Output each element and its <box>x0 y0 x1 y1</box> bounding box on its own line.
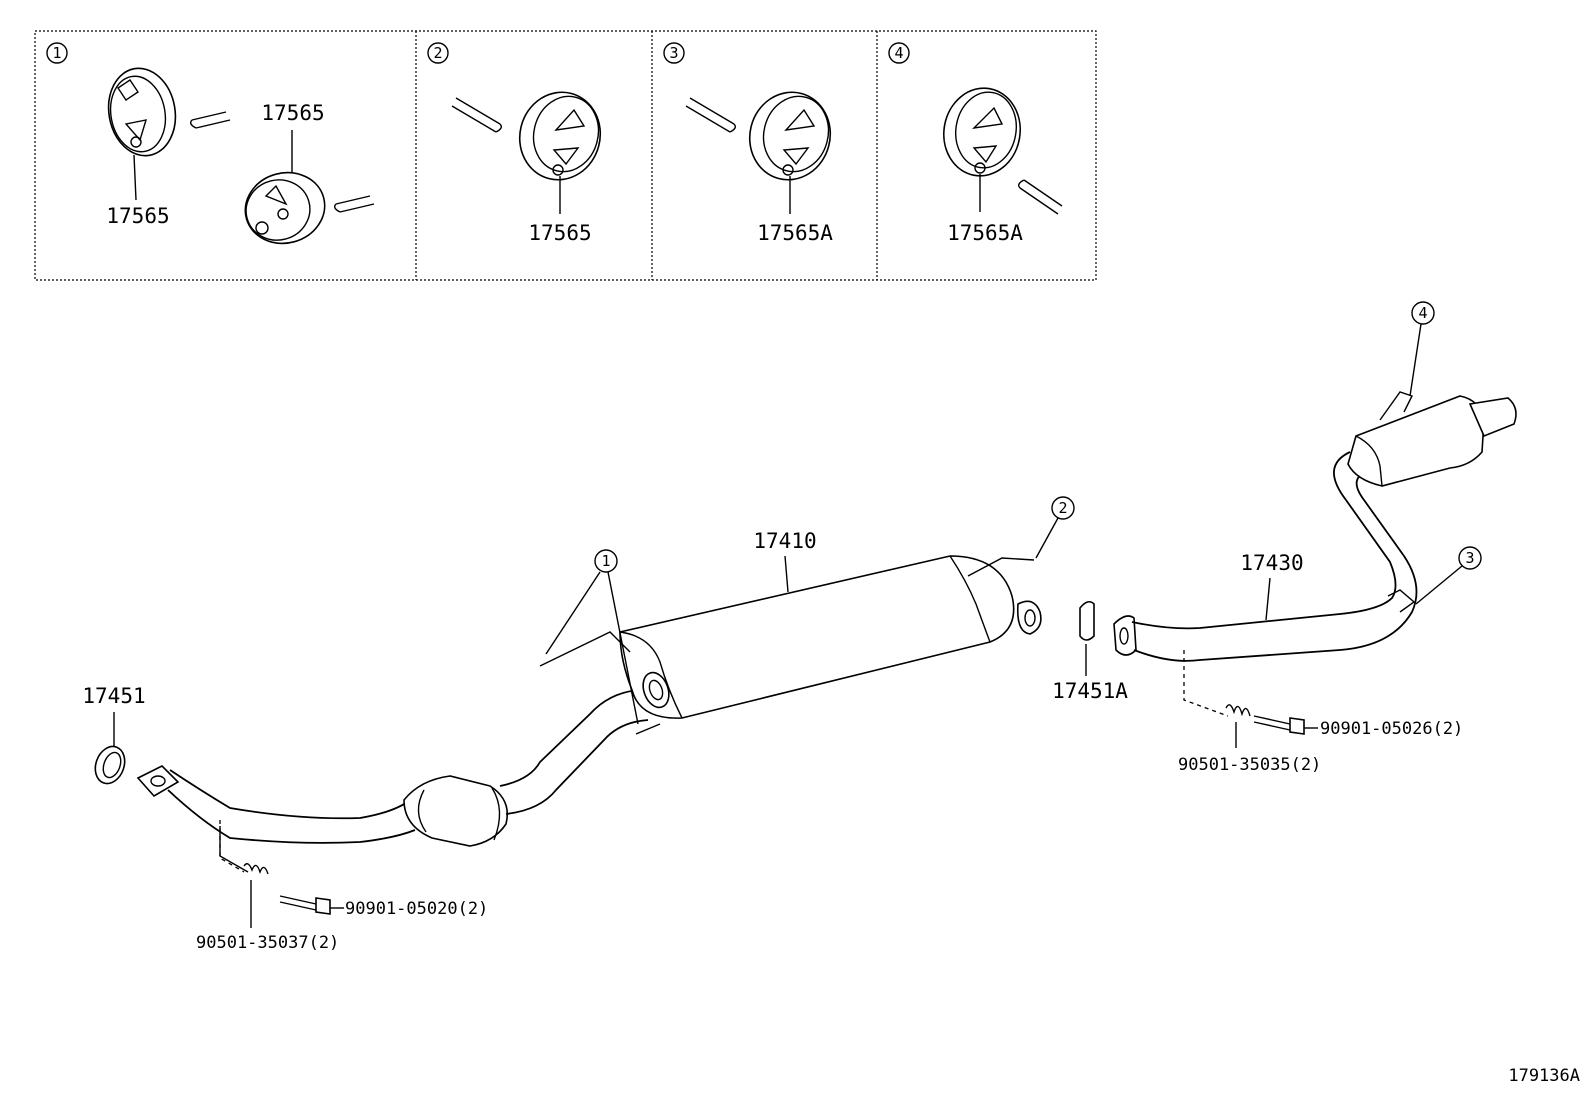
panel-3: 3 17565A <box>663 42 833 245</box>
hanger-rod-icon <box>333 195 375 213</box>
panel-2-label: 17565 <box>528 221 591 245</box>
panel-4-index-circle <box>888 42 910 64</box>
panel-4-label: 17565A <box>947 221 1023 245</box>
front-gasket <box>94 745 126 785</box>
front-exhaust-pipe <box>136 689 649 873</box>
front-spring-icon <box>243 863 269 875</box>
rear-bolt-icon <box>1253 715 1305 735</box>
panel-1: 1 17565 17565 <box>46 42 375 245</box>
hanger-rod-icon <box>189 111 231 129</box>
callout-1-circle <box>594 549 618 573</box>
rubber-hanger-icon <box>943 87 1021 177</box>
front-spring-label: 90501-35037(2) <box>196 933 339 953</box>
panel-2-index: 2 <box>433 44 442 62</box>
front-gasket-label: 17451 <box>82 684 145 708</box>
callout-3-circle <box>1458 546 1482 570</box>
rear-spring-label: 90501-35035(2) <box>1178 755 1321 775</box>
panel-3-label: 17565A <box>757 221 833 245</box>
panel-4: 4 17565A <box>888 42 1063 245</box>
callout-2: 2 <box>1058 499 1067 517</box>
hanger-rod-icon <box>685 97 737 133</box>
callout-4: 4 <box>1418 304 1427 322</box>
main-muffler-label: 17410 <box>753 529 816 553</box>
panel-2: 2 17565 <box>427 42 602 245</box>
tail-pipe-label: 17430 <box>1240 551 1303 575</box>
rubber-hanger-icon <box>748 91 832 181</box>
rubber-hanger-icon <box>107 67 177 157</box>
rubber-hanger-icon <box>518 91 602 181</box>
rear-gasket-label: 17451A <box>1052 679 1128 703</box>
panel-4-index: 4 <box>894 44 903 62</box>
hanger-rod-icon <box>451 97 503 133</box>
rear-spring-icon <box>1225 704 1251 717</box>
hanger-rod-icon <box>1017 179 1063 215</box>
figure-id: 179136A <box>1508 1066 1580 1086</box>
panel-3-index-circle <box>663 42 685 64</box>
rear-gasket <box>1079 600 1095 641</box>
panel-3-index: 3 <box>669 44 678 62</box>
callout-4-circle <box>1411 301 1435 325</box>
callout-1: 1 <box>601 552 610 570</box>
panel-1-label-a: 17565 <box>106 204 169 228</box>
panel-1-index: 1 <box>52 44 61 62</box>
rubber-hanger-icon <box>244 171 326 245</box>
callout-3: 3 <box>1465 549 1474 567</box>
callout-2-circle <box>1051 496 1075 520</box>
tail-pipe <box>1113 391 1517 717</box>
front-bolt-label: 90901-05020(2) <box>345 899 488 919</box>
hanger-detail-panels <box>34 30 1097 281</box>
panel-2-index-circle <box>427 42 449 64</box>
panel-1-index-circle <box>46 42 68 64</box>
front-bolt-icon <box>279 895 331 915</box>
panel-1-label-b: 17565 <box>261 101 324 125</box>
main-muffler <box>539 555 1042 735</box>
rear-bolt-label: 90901-05026(2) <box>1320 719 1463 739</box>
